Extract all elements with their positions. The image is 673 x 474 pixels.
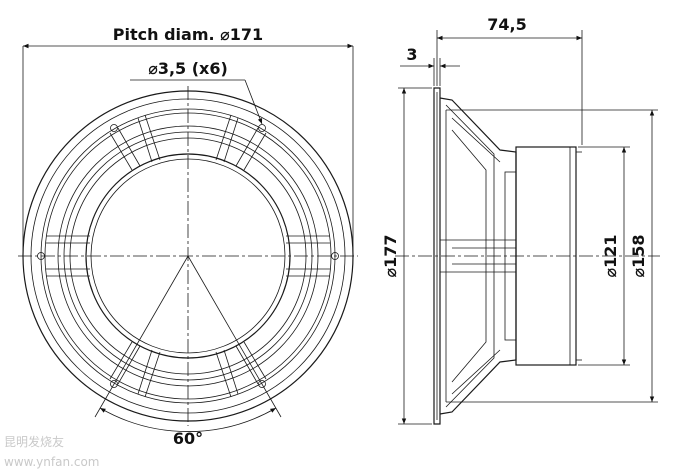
magnet-diameter-dimension: ⌀121 <box>578 146 630 366</box>
watermark-cjk: 昆明发烧友 <box>4 434 64 449</box>
watermark-url: www.ynfan.com <box>4 455 100 469</box>
hole-angle-dimension: 60° <box>94 255 282 448</box>
depth-label: 74,5 <box>487 15 526 34</box>
flange-thickness-dimension: 3 <box>400 45 460 86</box>
flange <box>433 87 441 425</box>
side-view: 74,5 3 ⌀177 ⌀121 ⌀158 <box>381 15 660 425</box>
mounting-holes <box>37 124 339 388</box>
flange-thickness-label: 3 <box>406 45 417 64</box>
watermark: 昆明发烧友 www.ynfan.com <box>4 434 100 469</box>
outer-diameter-label: ⌀177 <box>381 234 400 277</box>
cutout-diameter-label: ⌀158 <box>629 234 648 277</box>
outer-diameter-dimension: ⌀177 <box>381 87 432 425</box>
hole-spec-dimension: ⌀3,5 (x6) <box>130 59 263 125</box>
front-view: Pitch diam. ⌀171 ⌀3,5 (x6) 60° <box>18 25 358 448</box>
hole-spec-label: ⌀3,5 (x6) <box>148 59 228 78</box>
magnet-diameter-label: ⌀121 <box>601 234 620 277</box>
depth-dimension: 74,5 <box>436 15 583 145</box>
pitch-diameter-dimension: Pitch diam. ⌀171 <box>22 25 354 256</box>
hole-angle-label: 60° <box>173 429 203 448</box>
cutout-diameter-dimension: ⌀158 <box>446 109 658 403</box>
basket-spokes <box>46 114 330 398</box>
pitch-diameter-label: Pitch diam. ⌀171 <box>113 25 263 44</box>
